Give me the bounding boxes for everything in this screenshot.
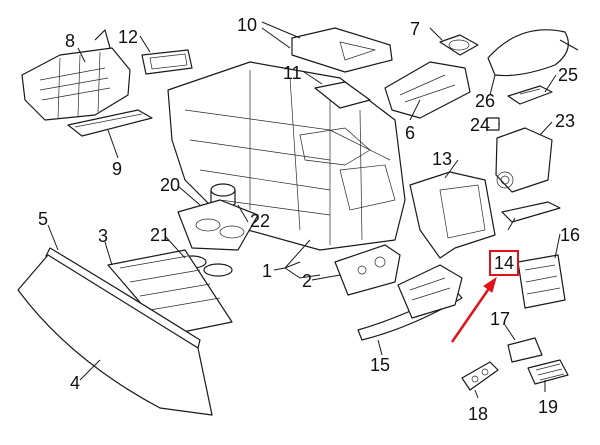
callout-17: 17 bbox=[490, 309, 511, 329]
callout-16: 16 bbox=[560, 225, 581, 245]
callout-4: 4 bbox=[70, 373, 81, 393]
callout-14-highlighted: 14 bbox=[489, 250, 520, 276]
part-13-bezel bbox=[409, 171, 496, 259]
part-16-panel bbox=[517, 254, 566, 309]
callout-20: 20 bbox=[160, 175, 181, 195]
callout-6: 6 bbox=[405, 123, 416, 143]
part-19-grille bbox=[527, 359, 569, 385]
part-23-bin bbox=[495, 127, 553, 193]
callout-8: 8 bbox=[65, 31, 76, 51]
part-22-mat bbox=[177, 199, 259, 251]
part-8-rear-bracket bbox=[21, 29, 131, 121]
part-6-bracket bbox=[384, 61, 471, 119]
part-4-side-panel bbox=[17, 254, 213, 416]
callout-2: 2 bbox=[302, 271, 313, 291]
part-7-cup-insert bbox=[439, 34, 479, 56]
callout-7: 7 bbox=[410, 19, 421, 39]
callout-21: 21 bbox=[150, 225, 171, 245]
part-2-bracket bbox=[334, 244, 401, 296]
callout-10: 10 bbox=[237, 15, 258, 35]
callout-3: 3 bbox=[98, 226, 109, 246]
part-11-lid bbox=[314, 81, 371, 109]
callout-12: 12 bbox=[118, 27, 139, 47]
callout-24: 24 bbox=[470, 115, 491, 135]
callout-15: 15 bbox=[370, 355, 391, 375]
callout-13: 13 bbox=[432, 149, 453, 169]
callout-22: 22 bbox=[250, 211, 271, 231]
part-18-switch-bezel bbox=[461, 361, 499, 391]
callout-23: 23 bbox=[555, 111, 576, 131]
callout-19: 19 bbox=[538, 397, 559, 417]
part-10-top-cover bbox=[291, 27, 393, 73]
part-25-plate bbox=[507, 85, 553, 105]
callout-25: 25 bbox=[558, 65, 579, 85]
part-17-switch bbox=[507, 337, 543, 363]
callout-26: 26 bbox=[475, 91, 496, 111]
part-9-tray bbox=[67, 109, 153, 137]
leader-lines bbox=[47, 21, 561, 399]
callout-9: 9 bbox=[112, 159, 123, 179]
part-12-panel bbox=[141, 49, 193, 75]
part-lower-bracket bbox=[397, 264, 463, 319]
part-26-armrest bbox=[487, 29, 579, 77]
callout-11: 11 bbox=[283, 63, 302, 83]
highlight-arrow bbox=[450, 276, 497, 343]
callout-5: 5 bbox=[38, 209, 49, 229]
callout-18: 18 bbox=[468, 404, 489, 424]
callout-1: 1 bbox=[262, 261, 273, 281]
part-14-trim bbox=[501, 201, 561, 223]
